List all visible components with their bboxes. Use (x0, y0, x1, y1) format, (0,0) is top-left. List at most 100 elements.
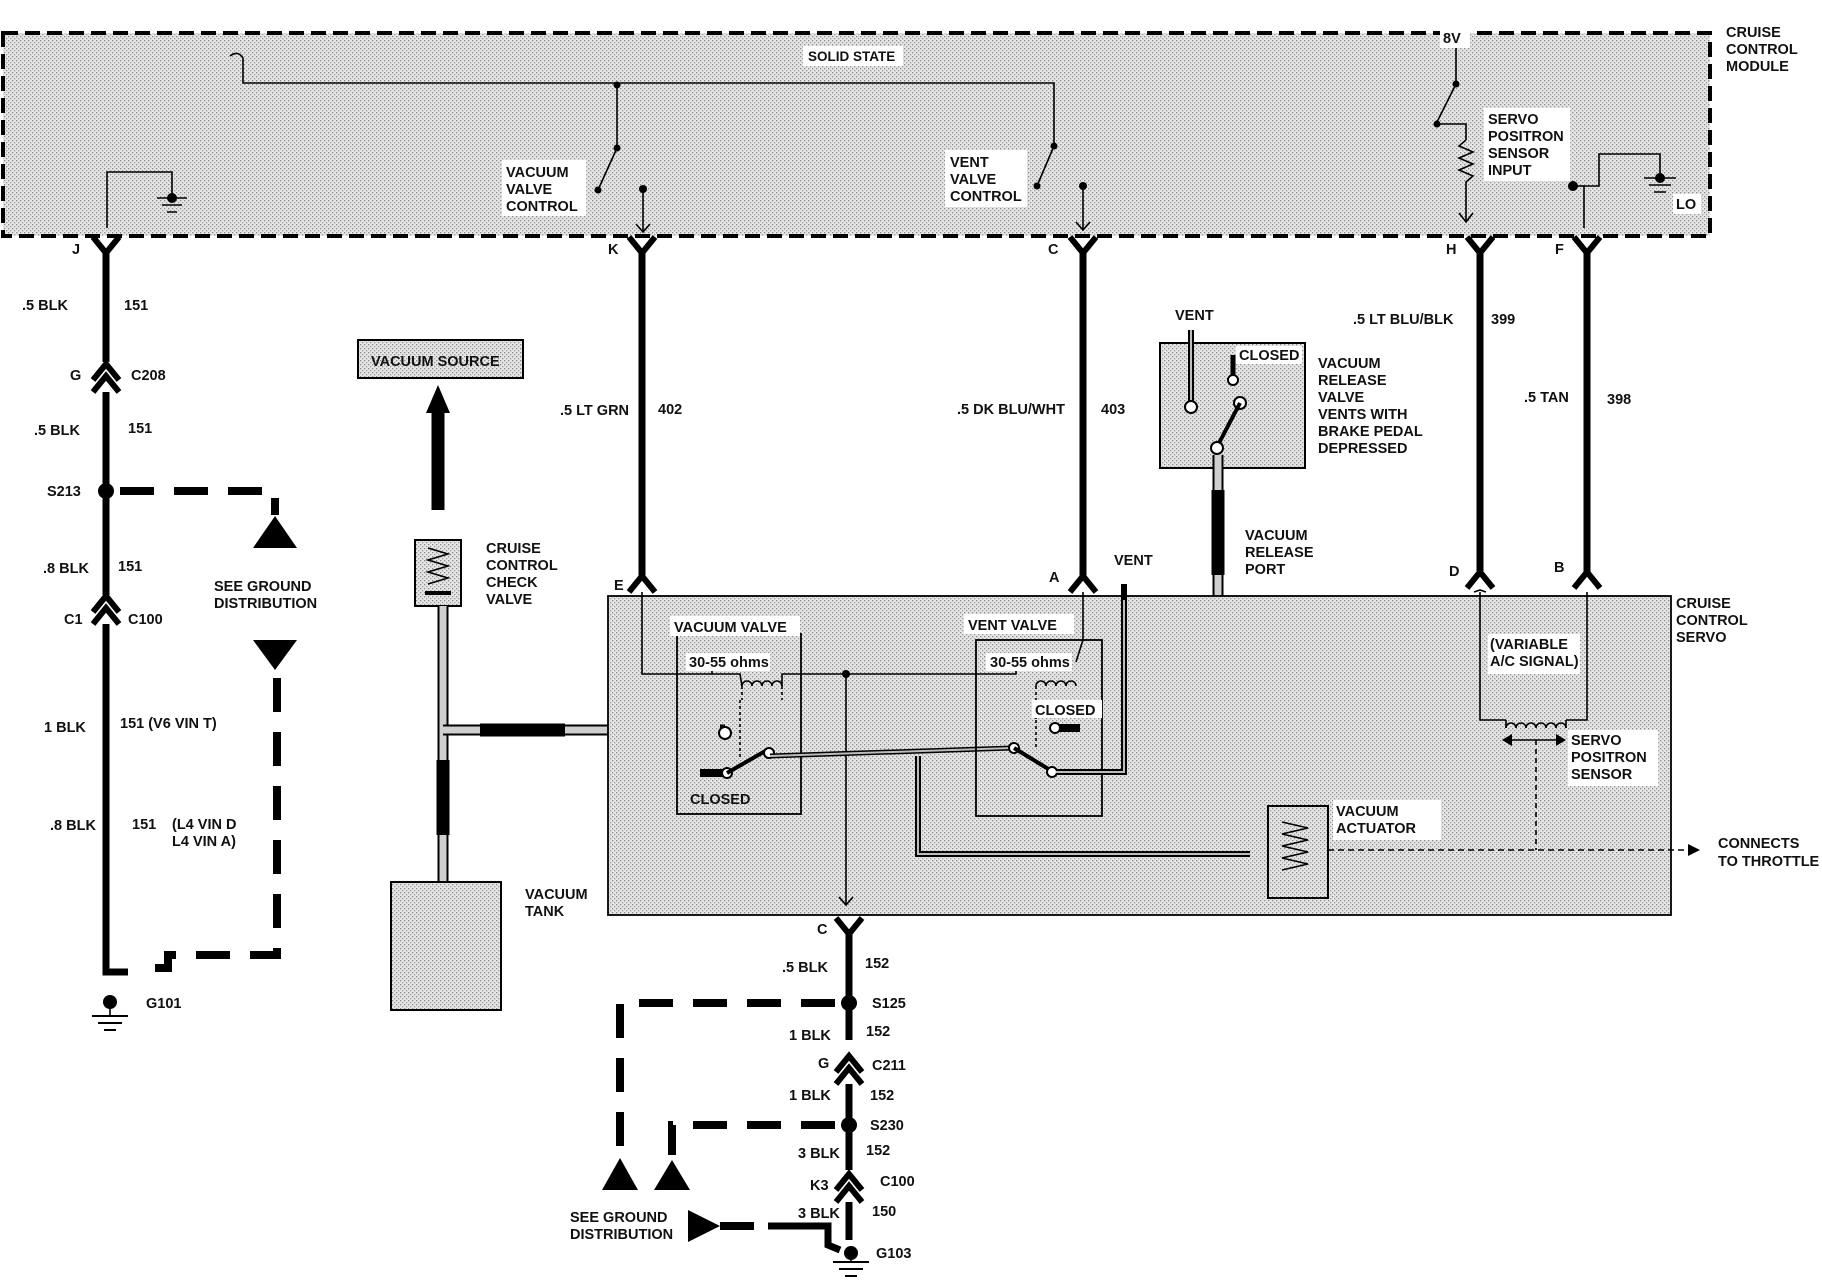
release-vent-label: VENT (1175, 308, 1214, 324)
arrow-right-icon (1688, 844, 1700, 856)
wire-label-size: .5 BLK (22, 298, 68, 314)
wire-label-circuit: 151 (128, 421, 152, 437)
vacuum-valve-control-label: VACUUM VALVE CONTROL (506, 165, 578, 215)
g101-label: G101 (146, 996, 181, 1012)
wire-h-size: .5 LT BLU/BLK (1353, 312, 1454, 328)
vacuum-source-label: VACUUM SOURCE (371, 354, 500, 370)
servo-pin-c-label: C (817, 922, 828, 938)
c208-pin-label: G (70, 368, 81, 384)
splice-s125 (841, 995, 857, 1011)
wire-c-size: .5 DK BLU/WHT (957, 402, 1065, 418)
wire-label-size: 3 BLK (798, 1206, 840, 1222)
arrow-up-icon (426, 385, 450, 413)
splice-s213 (98, 483, 114, 499)
servo-pin-b-label: B (1554, 560, 1564, 576)
wire-label-circuit: 152 (870, 1088, 894, 1104)
vacuum-actuator-label: VACUUM ACTUATOR (1336, 804, 1417, 837)
pin-h-label: H (1446, 242, 1456, 258)
splice-s230 (841, 1117, 857, 1133)
wire-label-size: 1 BLK (789, 1088, 831, 1104)
solid-state-label: SOLID STATE (808, 49, 895, 64)
vacuum-valve-ohms-label: 30-55 ohms (689, 655, 769, 671)
vacuum-tank-label: VACUUM TANK (525, 887, 592, 920)
servo-pin-a-label: A (1049, 570, 1060, 586)
arrow-up-icon (253, 516, 297, 548)
wire-label-circuit: 151 (132, 817, 156, 833)
pin-f-label: F (1555, 242, 1564, 258)
vent-valve-label: VENT VALVE (968, 618, 1057, 634)
arrow-right-icon (688, 1210, 720, 1242)
arrow-right-icon (1556, 734, 1566, 746)
wire-label-size: .5 BLK (34, 423, 80, 439)
l4-vin-note: (L4 VIN D L4 VIN A) (172, 817, 240, 850)
module-servo-wires: .5 LT GRN 402 .5 DK BLU/WHT 403 .5 LT BL… (560, 253, 1631, 594)
wire-k-size: .5 LT GRN (560, 403, 629, 419)
lo-label: LO (1676, 197, 1696, 213)
ground-circuit-151: .5 BLK 151 G C208 .5 BLK 151 S213 .8 BLK… (22, 253, 317, 1031)
arrow-down-icon (253, 640, 297, 670)
pin-k-label: K (608, 242, 619, 258)
c211-pin-label: G (818, 1056, 829, 1072)
vacuum-supply: VACUUM SOURCE CRUISE CONTROL CHECK VALVE… (357, 339, 720, 1011)
wire-label-size: .8 BLK (43, 561, 89, 577)
supply-8v-label: 8V (1443, 31, 1461, 47)
cruise-control-servo-label: CRUISE CONTROL SERVO (1676, 596, 1751, 646)
vent-valve-ohms-label: 30-55 ohms (990, 655, 1070, 671)
wire-f-circuit: 398 (1607, 392, 1631, 408)
arrow-up-icon (602, 1158, 638, 1190)
vacuum-valve-closed-label: CLOSED (690, 792, 750, 808)
wire-label-size: .8 BLK (50, 818, 96, 834)
servo-pin-e-label: E (614, 578, 624, 594)
wire-label-circuit: 151 (124, 298, 148, 314)
pin-c-label: C (1048, 242, 1059, 258)
wire-f-size: .5 TAN (1524, 390, 1569, 406)
wire-label-circuit: 152 (866, 1024, 890, 1040)
s213-label: S213 (47, 484, 81, 500)
vent-valve-closed-label: CLOSED (1035, 703, 1095, 719)
c100-pin-label: K3 (810, 1178, 829, 1194)
c211-label: C211 (872, 1058, 906, 1074)
servo-vent-label: VENT (1114, 553, 1153, 569)
pin-j-label: J (72, 242, 80, 258)
vacuum-release-port-label: VACUUM RELEASE PORT (1245, 528, 1318, 578)
s230-label: S230 (870, 1118, 904, 1134)
arrow-left-icon (1502, 734, 1512, 746)
servo-positron-sensor-label: SERVO POSITRON SENSOR (1571, 733, 1651, 783)
cruise-control-module-label: CRUISE CONTROL MODULE (1726, 25, 1801, 75)
variable-ac-signal-label: (VARIABLE A/C SIGNAL) (1490, 637, 1579, 670)
vacuum-release-valve-label: VACUUM RELEASE VALVE VENTS WITH BRAKE PE… (1318, 356, 1427, 457)
cruise-control-servo: CRUISE CONTROL SERVO VACUUM VALVE 30-55 … (607, 550, 1751, 916)
servo-positron-sensor-input-label: SERVO POSITRON SENSOR INPUT (1488, 112, 1568, 179)
wire-label-size: .5 BLK (782, 960, 828, 976)
check-valve (414, 539, 462, 607)
see-ground-distribution-label: SEE GROUND DISTRIBUTION (214, 579, 317, 612)
wire-c-circuit: 403 (1101, 402, 1125, 418)
wire-label-circuit: 152 (866, 1143, 890, 1159)
wire-label-circuit: 150 (872, 1204, 896, 1220)
wire-k-circuit: 402 (658, 402, 682, 418)
wire-label-size: 3 BLK (798, 1146, 840, 1162)
s125-label: S125 (872, 996, 906, 1012)
vacuum-actuator (1267, 805, 1329, 899)
vacuum-valve-label: VACUUM VALVE (674, 620, 787, 636)
check-valve-label: CRUISE CONTROL CHECK VALVE (486, 541, 561, 608)
cruise-control-module: SOLID STATE VACUUM VALVE CONTROL VENT VA… (1, 25, 1801, 238)
see-ground-distribution-label: SEE GROUND DISTRIBUTION (570, 1210, 673, 1243)
vent-valve-control-label: VENT VALVE CONTROL (950, 155, 1022, 205)
wire-label-circuit: 151 (V6 VIN T) (120, 716, 217, 732)
wire-h-circuit: 399 (1491, 312, 1515, 328)
c100-label: C100 (880, 1174, 915, 1190)
c100-pin-label: C1 (64, 612, 83, 628)
wire-label-circuit: 152 (865, 956, 889, 972)
c208-label: C208 (131, 368, 166, 384)
c100-label: C100 (128, 612, 163, 628)
wire-label-circuit: 151 (118, 559, 142, 575)
module-connector-pins: J K C H F (72, 235, 1603, 258)
release-closed-label: CLOSED (1239, 348, 1299, 364)
wire-label-size: 1 BLK (789, 1028, 831, 1044)
ground-circuit-152: C .5 BLK 152 S125 1 BLK 152 G C211 1 BLK… (570, 916, 915, 1277)
g103-label: G103 (876, 1246, 911, 1262)
connects-to-throttle-label: CONNECTS TO THROTTLE (1718, 836, 1820, 870)
servo-pin-d-label: D (1449, 564, 1459, 580)
